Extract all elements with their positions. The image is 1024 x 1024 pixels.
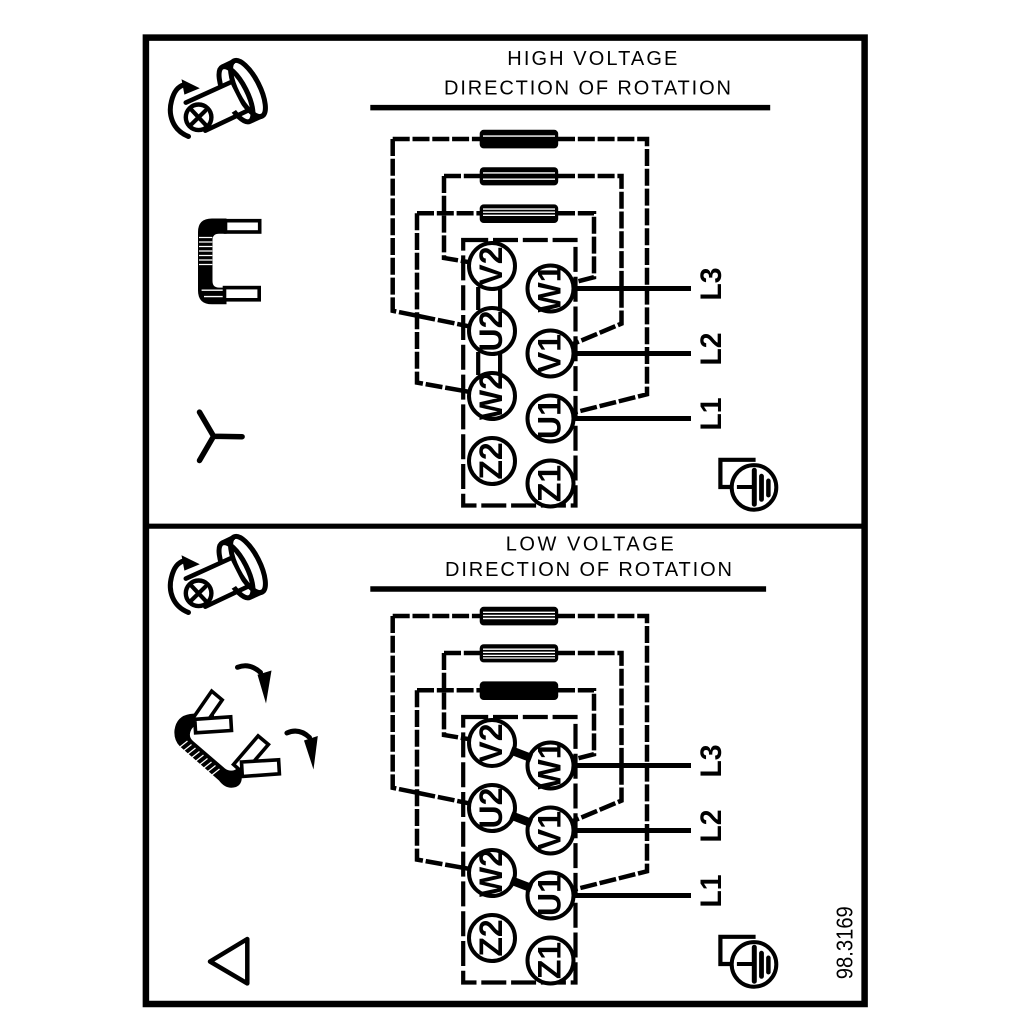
svg-text:HIGH VOLTAGE: HIGH VOLTAGE [507,48,677,70]
svg-text:DIRECTION OF ROTATION: DIRECTION OF ROTATION [445,559,732,581]
svg-text:LOW VOLTAGE: LOW VOLTAGE [506,534,674,556]
svg-text:DIRECTION OF ROTATION: DIRECTION OF ROTATION [444,78,731,100]
svg-text:98.3169: 98.3169 [831,906,857,979]
